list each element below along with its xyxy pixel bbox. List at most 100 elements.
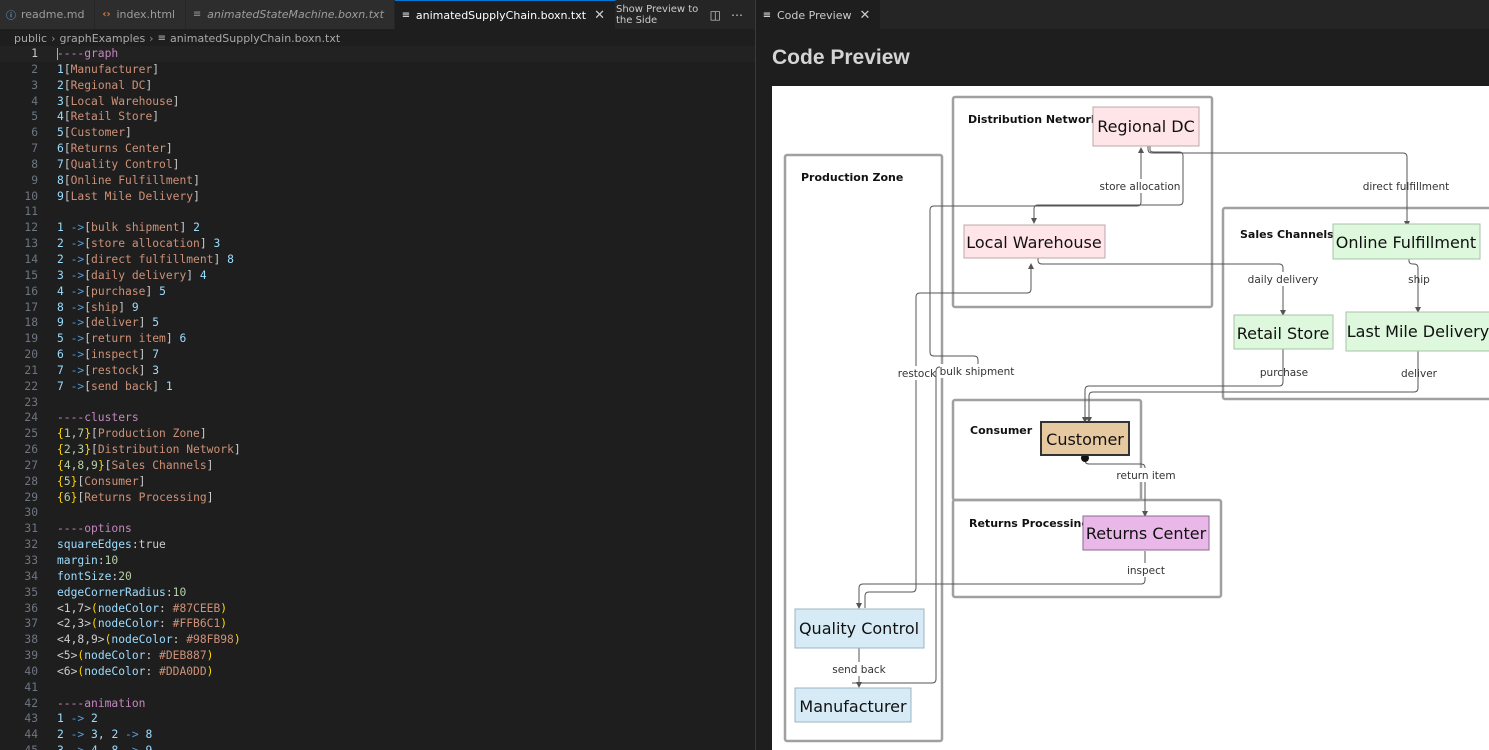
close-icon[interactable]: ✕ bbox=[859, 7, 871, 23]
code-line[interactable]: 39<5>(nodeColor: #DEB887) bbox=[0, 648, 755, 664]
code-line[interactable]: 38<4,8,9>(nodeColor: #98FB98) bbox=[0, 632, 755, 648]
chevron-right-icon: › bbox=[51, 31, 56, 45]
code-line[interactable]: 28{5}[Consumer] bbox=[0, 474, 755, 490]
code-line[interactable]: 27{4,8,9}[Sales Channels] bbox=[0, 458, 755, 474]
node-quality-control[interactable]: Quality Control bbox=[794, 608, 925, 649]
code-token: Distribution Network bbox=[97, 443, 234, 457]
code-token: Last Mile Delivery bbox=[70, 189, 194, 203]
code-token: -> bbox=[70, 332, 85, 346]
code-token: ] bbox=[172, 157, 180, 171]
node-online-fulfillment[interactable]: Online Fulfillment bbox=[1332, 223, 1481, 260]
chevron-right-icon: › bbox=[149, 31, 154, 45]
code-token: [ bbox=[84, 221, 92, 235]
code-line[interactable]: 25{1,7}[Production Zone] bbox=[0, 426, 755, 442]
code-token: -> bbox=[70, 316, 85, 330]
code-line[interactable]: 31----options bbox=[0, 521, 755, 537]
code-line[interactable]: 36<1,7>(nodeColor: #87CEEB) bbox=[0, 601, 755, 617]
code-line[interactable]: 453 -> 4, 8 -> 9 bbox=[0, 743, 755, 750]
tab-index-html[interactable]: ‹› index.html bbox=[95, 0, 187, 29]
code-line[interactable]: 24----clusters bbox=[0, 410, 755, 426]
edge-label-bg bbox=[1118, 468, 1174, 482]
node-retail-store[interactable]: Retail Store bbox=[1233, 314, 1334, 350]
tab-readme[interactable]: ⓘ readme.md bbox=[0, 0, 96, 29]
code-line[interactable]: 26{2,3}[Distribution Network] bbox=[0, 442, 755, 458]
node-box bbox=[1092, 106, 1200, 147]
close-icon[interactable]: ✕ bbox=[594, 7, 605, 23]
code-line[interactable]: 30 bbox=[0, 505, 755, 521]
code-line[interactable]: 29{6}[Returns Processing] bbox=[0, 490, 755, 506]
tab-code-preview[interactable]: ≡ Code Preview ✕ bbox=[756, 0, 882, 29]
code-line[interactable]: 1----graph bbox=[0, 46, 755, 62]
code-token: [ bbox=[84, 379, 92, 393]
code-token: 8 bbox=[138, 728, 153, 742]
code-token: 6 bbox=[179, 332, 187, 346]
breadcrumb-item-file[interactable]: animatedSupplyChain.boxn.txt bbox=[169, 31, 341, 45]
breadcrumb-item-graph-examples[interactable]: graphExamples bbox=[59, 31, 146, 45]
code-line[interactable]: 42----animation bbox=[0, 696, 755, 712]
node-local-warehouse[interactable]: Local Warehouse bbox=[963, 224, 1106, 259]
node-regional-dc[interactable]: Regional DC bbox=[1092, 106, 1200, 147]
line-number: 39 bbox=[24, 649, 38, 663]
code-line[interactable]: 41 bbox=[0, 680, 755, 696]
tab-animated-state-machine[interactable]: ≡ animatedStateMachine.boxn.txt bbox=[186, 0, 395, 29]
code-line[interactable]: 23 bbox=[0, 395, 755, 411]
node-last-mile-delivery[interactable]: Last Mile Delivery bbox=[1345, 311, 1489, 352]
edge-label-ship: ship bbox=[1408, 274, 1430, 286]
code-token: Manufacturer bbox=[70, 62, 153, 76]
code-token: -> bbox=[70, 268, 85, 282]
code-text: {2,3}[Distribution Network] bbox=[57, 442, 241, 458]
code-token: ] bbox=[145, 284, 160, 298]
tab-animated-supply-chain[interactable]: ≡ animatedSupplyChain.boxn.txt ✕ bbox=[394, 0, 616, 29]
code-token: ] bbox=[125, 126, 132, 140]
split-divider[interactable] bbox=[755, 0, 756, 750]
text-file-icon: ≡ bbox=[401, 9, 411, 21]
split-editor-icon[interactable]: ◫ bbox=[709, 7, 721, 22]
code-token: [ bbox=[84, 252, 92, 266]
code-text: <1,7>(nodeColor: #87CEEB) bbox=[57, 601, 227, 617]
code-text: 7 ->[send back] 1 bbox=[57, 379, 173, 395]
code-line[interactable]: 11 bbox=[0, 204, 755, 220]
code-line[interactable]: 37<2,3>(nodeColor: #FFB6C1) bbox=[0, 616, 755, 632]
code-text: margin:10 bbox=[57, 553, 118, 569]
line-number: 42 bbox=[24, 696, 38, 710]
node-returns-center[interactable]: Returns Center bbox=[1082, 515, 1210, 551]
node-manufacturer[interactable]: Manufacturer bbox=[794, 687, 912, 723]
code-text: ----clusters bbox=[57, 410, 139, 426]
code-line[interactable]: 40<6>(nodeColor: #DDA0DD) bbox=[0, 664, 755, 680]
show-preview-to-side-button[interactable]: Show Preview to the Side bbox=[615, 3, 699, 26]
tab-label: index.html bbox=[116, 8, 176, 21]
edge-label-send-back: send back bbox=[832, 664, 886, 676]
breadcrumb-item-public[interactable]: public bbox=[14, 31, 48, 45]
edge-label-store-allocation: store allocation bbox=[1100, 181, 1181, 193]
node-customer[interactable]: Customer bbox=[1040, 421, 1130, 456]
code-token: #FFB6C1 bbox=[172, 617, 221, 631]
more-actions-icon[interactable]: ⋯ bbox=[731, 7, 743, 22]
